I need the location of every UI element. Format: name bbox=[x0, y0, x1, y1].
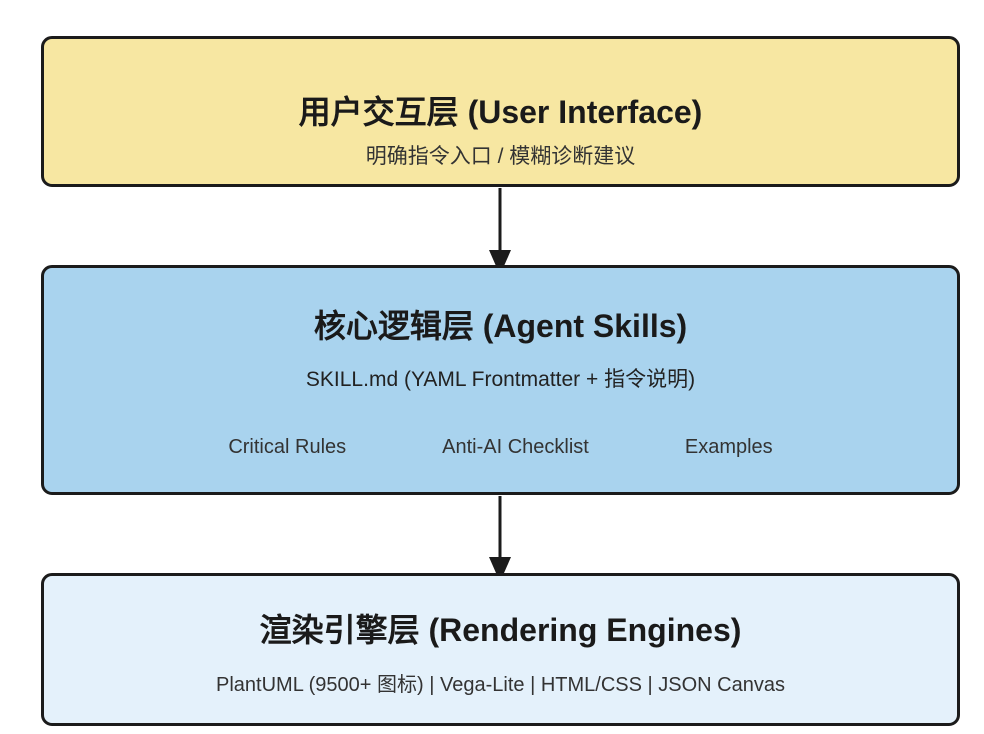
layer-subtitle-agent-skills: SKILL.md (YAML Frontmatter + 指令说明) bbox=[305, 368, 696, 391]
layer-subtitle-user-interface: 明确指令入口 / 模糊诊断建议 bbox=[365, 145, 636, 168]
layer-item-critical-rules: Critical Rules bbox=[228, 436, 347, 458]
layer-items-agent-skills: Critical Rules Anti-AI Checklist Example… bbox=[44, 434, 957, 460]
arrow-user-to-skills bbox=[489, 188, 511, 266]
layer-box-rendering-engines: 渲染引擎层 (Rendering Engines) PlantUML (9500… bbox=[41, 573, 960, 726]
layer-item-anti-ai-checklist: Anti-AI Checklist bbox=[442, 436, 589, 458]
arrow-skills-to-engines bbox=[489, 496, 511, 573]
arrow-head-icon bbox=[489, 557, 511, 573]
layer-title-user-interface: 用户交互层 (User Interface) bbox=[298, 94, 703, 130]
layer-title-agent-skills: 核心逻辑层 (Agent Skills) bbox=[313, 308, 688, 344]
layer-box-agent-skills: 核心逻辑层 (Agent Skills) SKILL.md (YAML Fron… bbox=[41, 265, 960, 495]
arrow-head-icon bbox=[489, 250, 511, 266]
layer-subtitle-rendering-engines: PlantUML (9500+ 图标) | Vega-Lite | HTML/C… bbox=[216, 674, 785, 696]
layer-title-rendering-engines: 渲染引擎层 (Rendering Engines) bbox=[259, 612, 742, 648]
layer-item-examples: Examples bbox=[684, 436, 773, 458]
layer-box-user-interface: 用户交互层 (User Interface) 明确指令入口 / 模糊诊断建议 bbox=[41, 36, 960, 187]
